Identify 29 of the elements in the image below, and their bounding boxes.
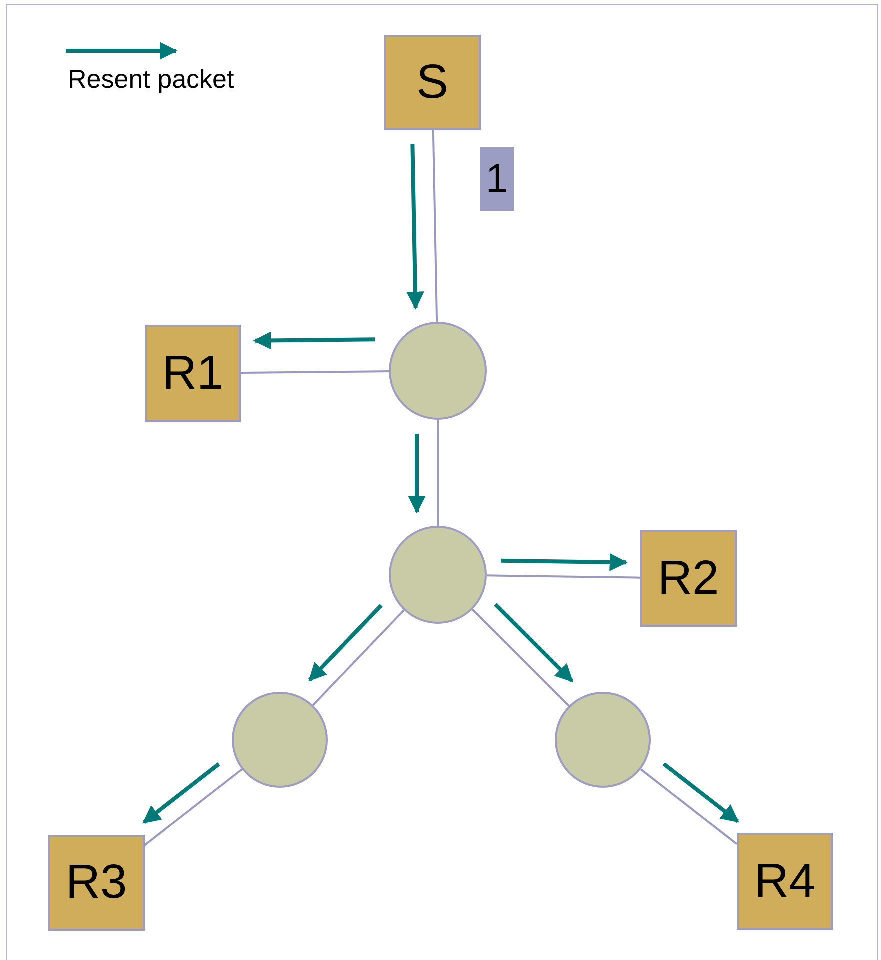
link-line (472, 608, 570, 707)
host-box (640, 530, 737, 627)
link-line (437, 420, 439, 526)
link-line (144, 768, 243, 846)
link-line (486, 574, 640, 579)
number-tag (480, 147, 514, 211)
arrow (253, 332, 376, 350)
arrow (142, 762, 220, 824)
arrow (408, 434, 426, 514)
host-box (737, 833, 833, 930)
host-box (145, 325, 241, 422)
arrow (406, 144, 424, 310)
arrow (662, 762, 740, 824)
link-line (432, 130, 438, 322)
host-box (48, 835, 145, 931)
node-label: 1 (486, 159, 508, 199)
node-label: R4 (754, 858, 816, 906)
link-line (241, 370, 390, 374)
legend-label: Resent packet (68, 64, 234, 95)
node-label: R2 (658, 554, 720, 602)
node-label: S (416, 58, 448, 106)
link-line (640, 768, 738, 845)
node-label: R3 (66, 859, 128, 907)
arrow (308, 604, 383, 682)
arrow (500, 553, 628, 572)
arrow (494, 603, 574, 683)
link-line (312, 610, 405, 706)
host-box (384, 35, 481, 130)
node-label: R1 (162, 350, 224, 398)
